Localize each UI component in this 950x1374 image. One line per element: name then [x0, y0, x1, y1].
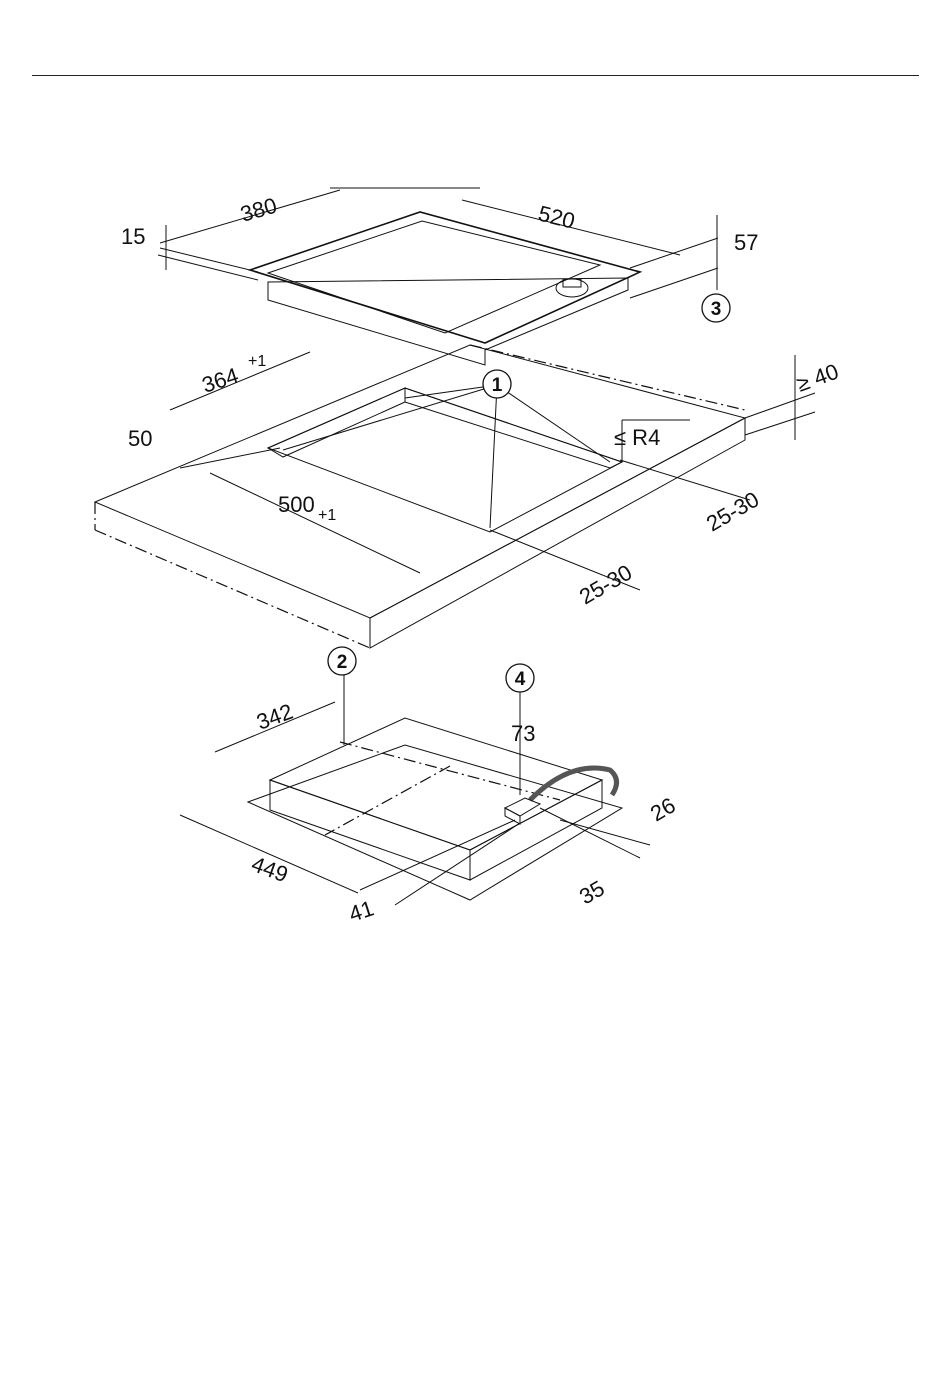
- dim-worktop-thickness: ≥ 40: [793, 359, 842, 397]
- dim-hob-total-height: 57: [734, 230, 758, 255]
- worktop: [95, 345, 745, 648]
- callout-4: 4: [506, 664, 534, 692]
- svg-text:3: 3: [711, 299, 722, 320]
- dim-hob-width: 520: [536, 201, 578, 234]
- dim-cutout-width-tol: +1: [318, 507, 336, 524]
- dim-cutout-width: 500: [278, 492, 315, 517]
- hob-frame: [250, 212, 640, 343]
- control-knob-icon: [556, 279, 588, 297]
- dim-underside-width: 449: [248, 851, 291, 887]
- dim-hob-frame-height: 15: [121, 224, 145, 249]
- callout-2: 2: [328, 647, 356, 675]
- dim-front-margin: 50: [128, 426, 152, 451]
- svg-text:4: 4: [515, 669, 526, 690]
- callout-1: 1: [483, 370, 511, 398]
- dim-cutout-depth-tol: +1: [248, 353, 266, 370]
- connection-box-icon: [505, 798, 540, 816]
- callout-3: 3: [702, 294, 730, 322]
- dim-cutout-depth: 364: [199, 363, 242, 398]
- dim-conn-offset-side-b: 35: [575, 875, 609, 909]
- dim-conn-offset-side-a: 26: [646, 792, 680, 826]
- hob-glass: [268, 221, 600, 333]
- dim-hob-depth: 380: [237, 193, 279, 227]
- dim-rear-clearance-2: 25-30: [575, 560, 636, 610]
- dim-corner-radius: ≤ R4: [614, 425, 660, 450]
- dim-underside-depth: 342: [253, 699, 296, 735]
- svg-text:2: 2: [337, 652, 348, 673]
- dim-conn-offset-front: 41: [346, 895, 377, 926]
- dim-rear-clearance-1: 25-30: [702, 487, 763, 537]
- hob-unit: [250, 212, 640, 365]
- svg-text:1: 1: [492, 375, 503, 396]
- hob-underside: [248, 718, 622, 900]
- dim-conn-box-height: 73: [511, 721, 535, 746]
